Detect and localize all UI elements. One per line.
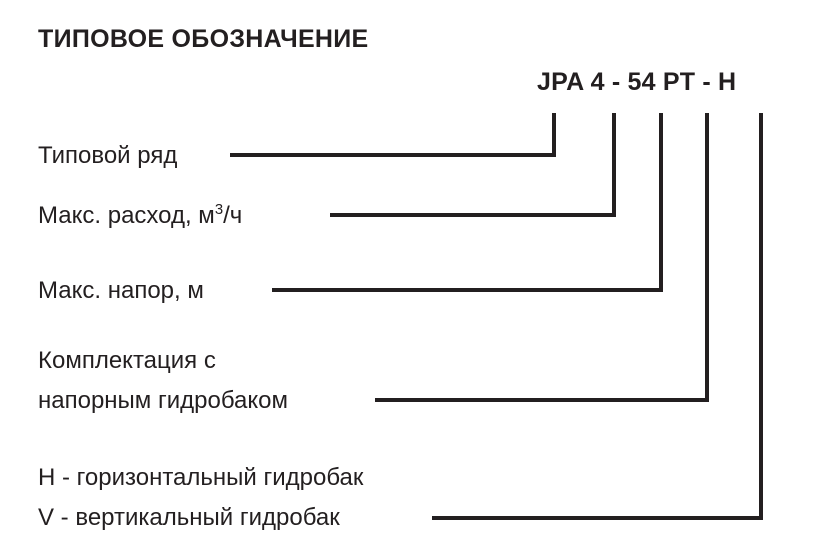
model-code: JPA 4 - 54 PT - H [537,68,737,96]
leader-line-pressure-tank-equipment [375,113,709,402]
callout-label-max-flow: Макс. расход, м3/ч [38,196,242,236]
callout-label-line: напорным гидробаком [38,387,288,414]
leader-line-max-head [272,113,663,292]
callout-label-line: Комплектация с [38,347,216,374]
callout-label-max-head: Макс. напор, м [38,271,204,311]
callout-label-line: H - горизонтальный гидробак [38,464,364,491]
leader-line-type-series [230,113,556,157]
callout-label-line: V - вертикальный гидробак [38,504,340,531]
callout-label-line: Макс. расход, м3/ч [38,202,243,229]
callout-label-type-series: Типовой ряд [38,136,177,176]
callout-label-line: Макс. напор, м [38,277,204,304]
leader-line-tank-orientation [432,113,763,520]
callout-label-pressure-tank-equipment: Комплектация с напорным гидробаком [38,341,288,421]
page-title: ТИПОВОЕ ОБОЗНАЧЕНИЕ [38,25,369,53]
callout-label-line: Типовой ряд [38,142,178,169]
callout-label-tank-orientation: H - горизонтальный гидробак V - вертикаль… [38,458,363,538]
leader-line-max-flow [330,113,616,217]
